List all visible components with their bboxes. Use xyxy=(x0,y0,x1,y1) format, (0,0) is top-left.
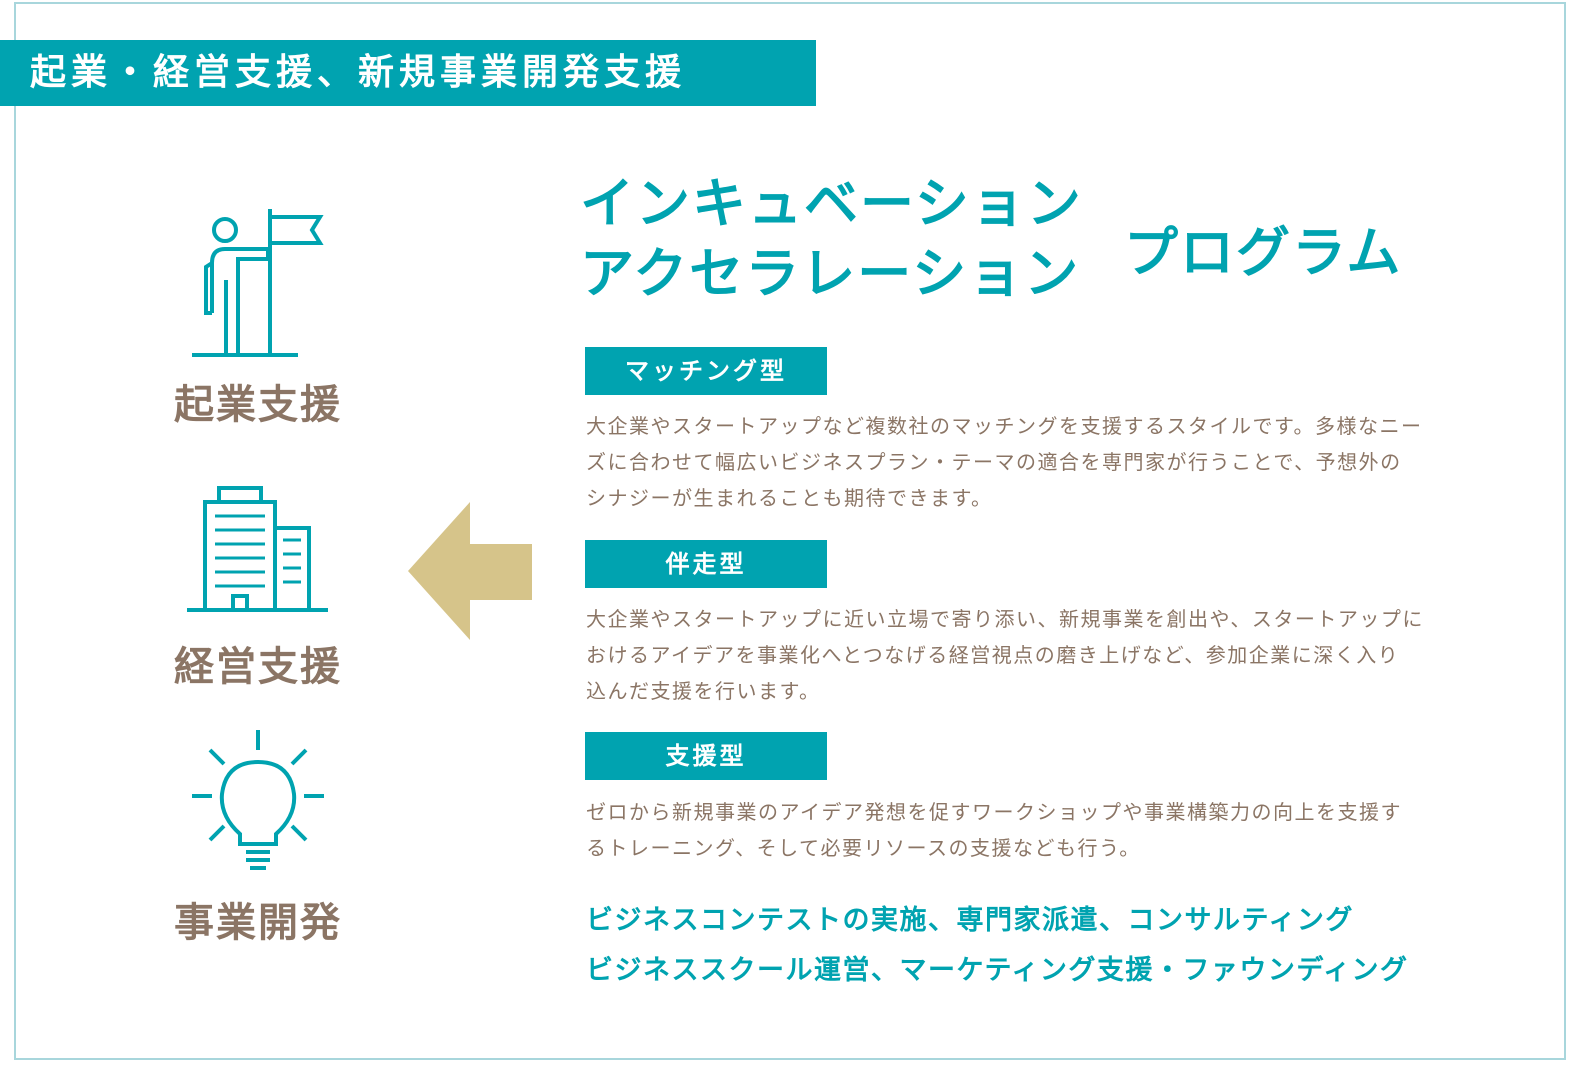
type-description-matching: 大企業やスタートアップなど複数社のマッチングを支援するスタイルです。多様なニー … xyxy=(586,408,1476,516)
program-title-line2: アクセラレーション xyxy=(580,242,1081,305)
desc-line: ズに合わせて幅広いビジネスプラン・テーマの適合を専門家が行うことで、予想外の xyxy=(586,450,1402,474)
left-arrow-icon xyxy=(408,502,532,640)
type-tag-support: 支援型 xyxy=(585,732,827,780)
lightbulb-icon xyxy=(192,730,324,870)
building-icon xyxy=(187,486,328,612)
person-flag-icon xyxy=(192,209,324,357)
type-description-support: ゼロから新規事業のアイデア発想を促すワークショップや事業構築力の向上を支援す る… xyxy=(586,794,1476,866)
desc-line: シナジーが生まれることも期待できます。 xyxy=(586,486,993,510)
program-title-suffix: プログラム xyxy=(1124,221,1403,284)
type-tag-matching: マッチング型 xyxy=(585,347,827,395)
category-label-management: 経営支援 xyxy=(174,644,342,690)
category-label-business-dev: 事業開発 xyxy=(174,900,342,946)
category-label-startup: 起業支援 xyxy=(174,382,342,428)
type-tag-accompany: 伴走型 xyxy=(585,540,827,588)
desc-line: るトレーニング、そして必要リソースの支援なども行う。 xyxy=(586,836,1141,860)
desc-line: 込んだ支援を行います。 xyxy=(586,679,821,703)
desc-line: 大企業やスタートアップなど複数社のマッチングを支援するスタイルです。多様なニー xyxy=(586,414,1423,438)
header-banner: 起業・経営支援、新規事業開発支援 xyxy=(0,40,816,106)
services-line-2: ビジネススクール運営、マーケティング支援・ファウンディング xyxy=(586,955,1409,986)
desc-line: ゼロから新規事業のアイデア発想を促すワークショップや事業構築力の向上を支援す xyxy=(586,800,1402,824)
services-line-1: ビジネスコンテストの実施、専門家派遣、コンサルティング xyxy=(586,905,1354,936)
program-title-line1: インキュベーション xyxy=(580,172,1083,235)
desc-line: 大企業やスタートアップに近い立場で寄り添い、新規事業を創出や、スタートアップに xyxy=(586,607,1424,631)
type-description-accompany: 大企業やスタートアップに近い立場で寄り添い、新規事業を創出や、スタートアップに … xyxy=(586,601,1476,709)
desc-line: おけるアイデアを事業化へとつなげる経営視点の磨き上げなど、参加企業に深く入り xyxy=(586,643,1400,667)
frame-border xyxy=(14,2,1566,1060)
